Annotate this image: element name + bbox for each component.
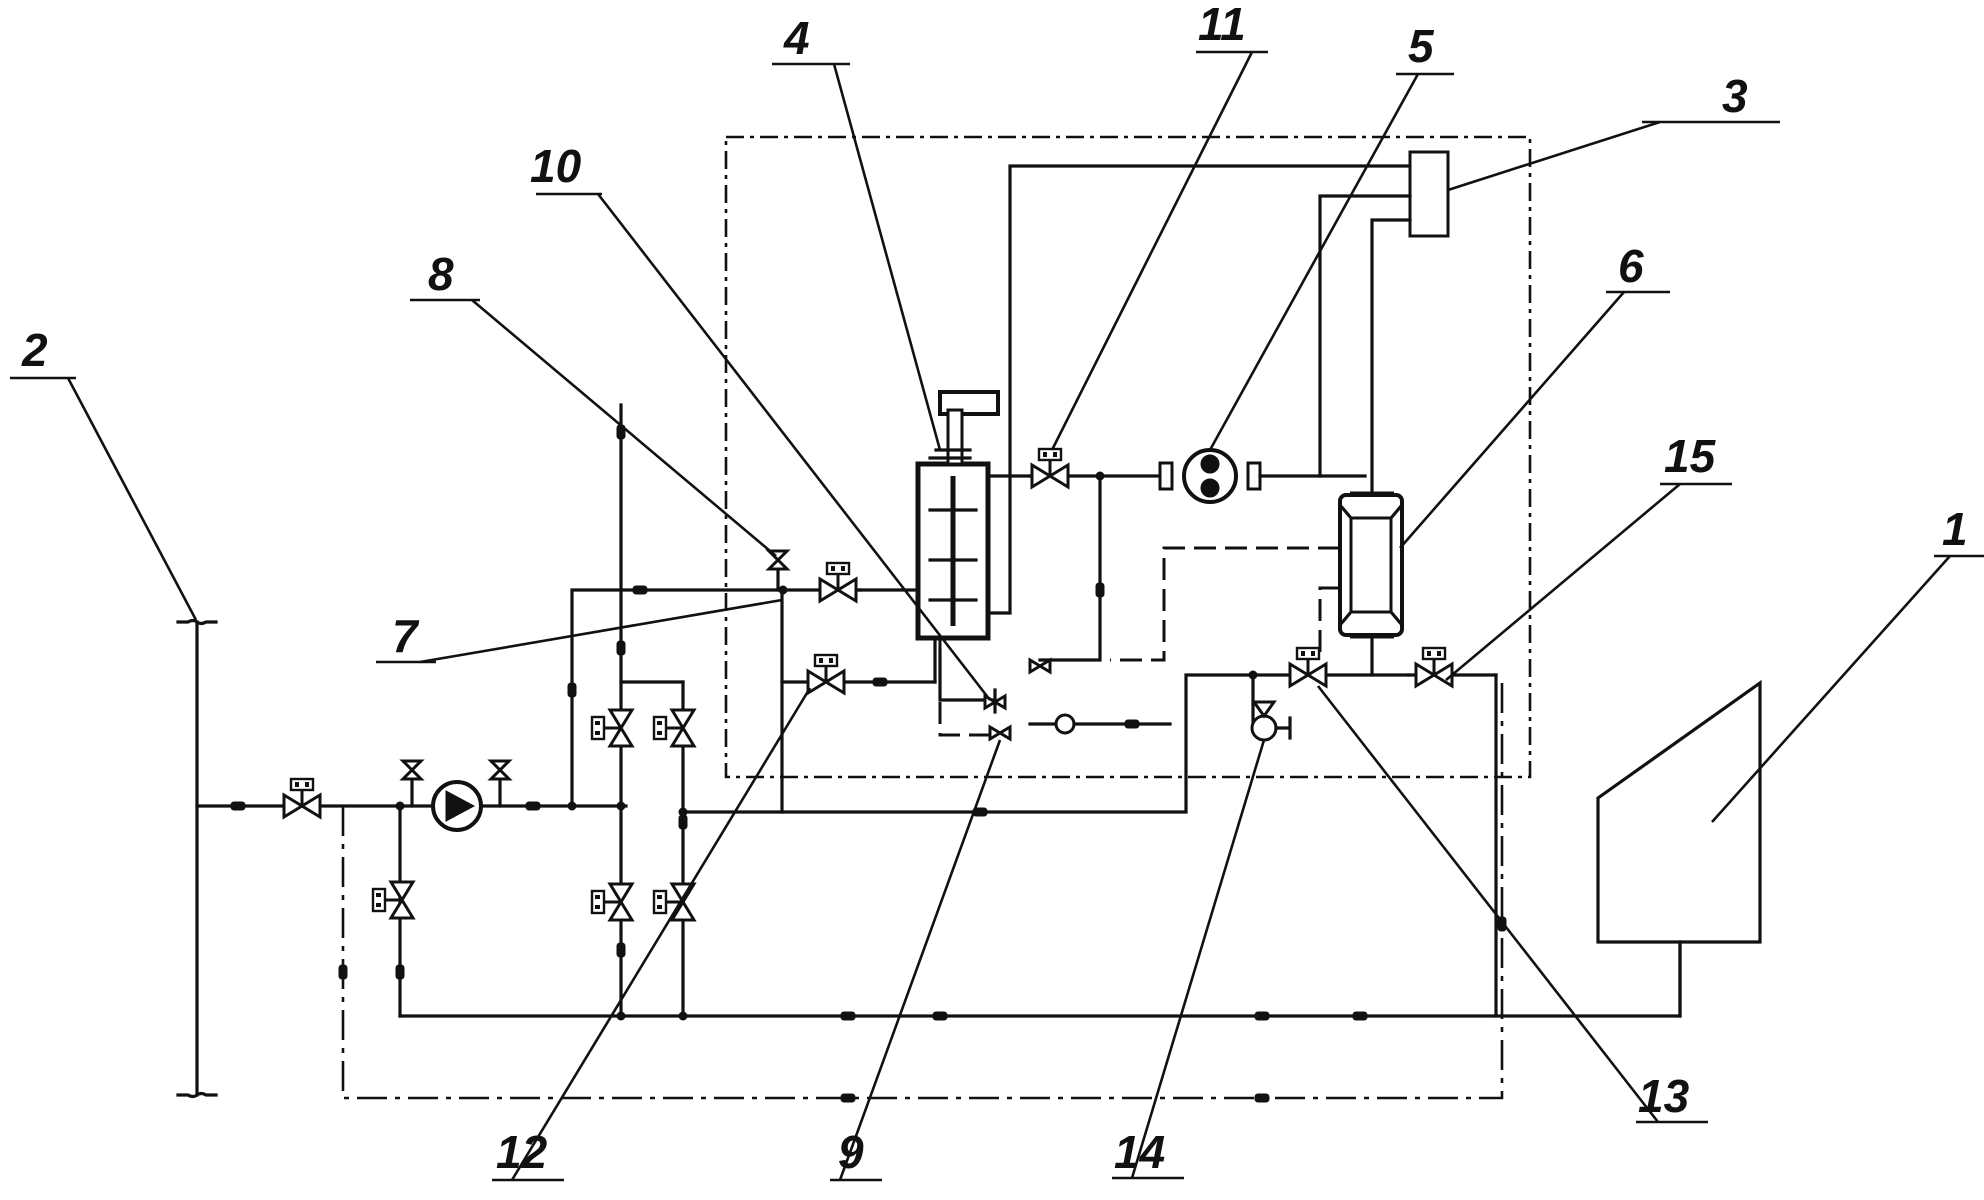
label-3: 3 — [1722, 70, 1748, 122]
check-valve-14 — [1250, 714, 1278, 742]
inlet-valve — [282, 777, 322, 819]
label-15: 15 — [1664, 430, 1717, 482]
label-12: 12 — [496, 1126, 548, 1178]
label-5: 5 — [1408, 20, 1435, 72]
vent-valve-1 — [401, 759, 423, 781]
callout-labels: 1 2 3 4 5 6 7 8 9 10 11 12 13 14 15 — [21, 0, 1968, 1178]
label-6: 6 — [1618, 240, 1644, 292]
valve-12 — [806, 653, 846, 695]
label-10: 10 — [530, 140, 582, 192]
label-13: 13 — [1638, 1070, 1690, 1122]
valve-upper-right — [652, 708, 696, 748]
valve-upper-left — [590, 708, 634, 748]
label-9: 9 — [838, 1126, 864, 1178]
label-4: 4 — [783, 12, 810, 64]
flow-arrows — [230, 424, 1507, 1103]
label-14: 14 — [1114, 1126, 1165, 1178]
signal-lines — [938, 546, 1340, 737]
valve-13 — [1288, 646, 1328, 688]
valve-9 — [988, 725, 1012, 741]
label-2: 2 — [21, 324, 48, 376]
small-valve — [1028, 658, 1052, 674]
equipment-skid-boundary — [724, 135, 1532, 779]
label-8: 8 — [428, 248, 454, 300]
label-1: 1 — [1942, 503, 1968, 555]
vent-valve-2 — [489, 759, 511, 781]
valve-7 — [818, 561, 858, 603]
valves — [282, 447, 1454, 922]
valve-lower-left — [590, 882, 634, 922]
label-7: 7 — [392, 610, 420, 662]
return-line — [341, 675, 1504, 1100]
bypass-valve — [371, 880, 415, 920]
tank-1 — [1596, 679, 1762, 1018]
controller-3 — [1408, 150, 1450, 238]
leader-lines — [10, 50, 1984, 1182]
label-11: 11 — [1198, 0, 1246, 50]
valve-11 — [1030, 447, 1070, 489]
